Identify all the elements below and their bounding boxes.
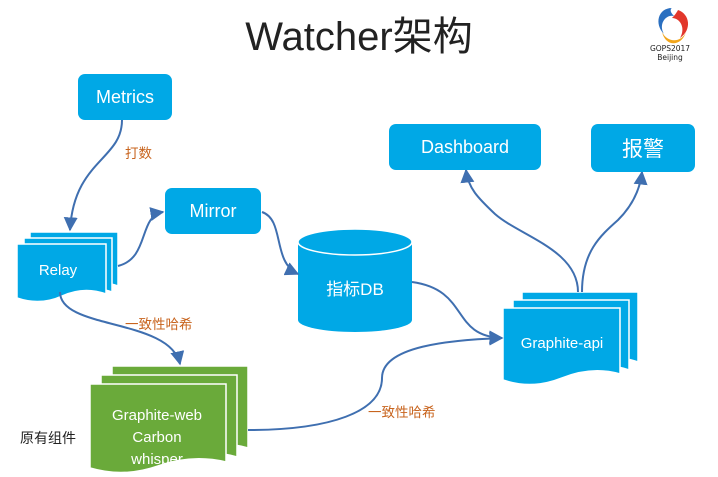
legacy-components-node: Graphite-web Carbon whisper (89, 365, 249, 474)
metrics-label: Metrics (96, 86, 154, 107)
metric-db-node: 指标DB (297, 228, 413, 332)
alarm-label: 报警 (622, 138, 664, 161)
edge-label-relay-to-legacy: 一致性哈希 (125, 317, 193, 333)
page-title: Watcher架构 (245, 15, 473, 59)
logo-line-2: Beijing (657, 53, 683, 62)
edge-mirror-to-db (261, 211, 300, 276)
legacy-line-3: whisper (130, 451, 183, 468)
edge-legacy-to-api (247, 331, 504, 431)
metrics-node: Metrics (78, 74, 172, 120)
edge-metrics-to-relay (63, 119, 123, 232)
graphite-api-node: Graphite-api (502, 291, 639, 386)
metric-db-label: 指标DB (326, 280, 384, 299)
relay-label: Relay (39, 262, 78, 279)
relay-node: Relay (16, 231, 119, 303)
edge-relay-to-legacy (59, 291, 185, 366)
graphite-api-label: Graphite-api (521, 335, 604, 352)
dashboard-node: Dashboard (389, 124, 541, 170)
legacy-caption: 原有组件 (20, 431, 76, 447)
edge-relay-to-mirror (117, 207, 165, 267)
dashboard-label: Dashboard (420, 136, 510, 157)
alarm-node: 报警 (591, 124, 695, 172)
edge-label-legacy-to-api: 一致性哈希 (368, 405, 436, 421)
edge-api-to-dashboard (460, 168, 579, 293)
mirror-label: Mirror (189, 200, 237, 221)
legacy-line-1: Graphite-web (112, 407, 202, 424)
legacy-line-2: Carbon (132, 429, 181, 446)
logo-line-1: GOPS2017 (649, 44, 691, 53)
gops-logo-icon (658, 8, 689, 44)
edge-db-to-api (411, 281, 504, 345)
gops-logo-text: GOPS2017 Beijing (638, 44, 702, 62)
edge-label-metrics-to-relay: 打数 (125, 146, 152, 162)
mirror-node: Mirror (165, 188, 261, 234)
edge-api-to-alarm (581, 170, 648, 293)
